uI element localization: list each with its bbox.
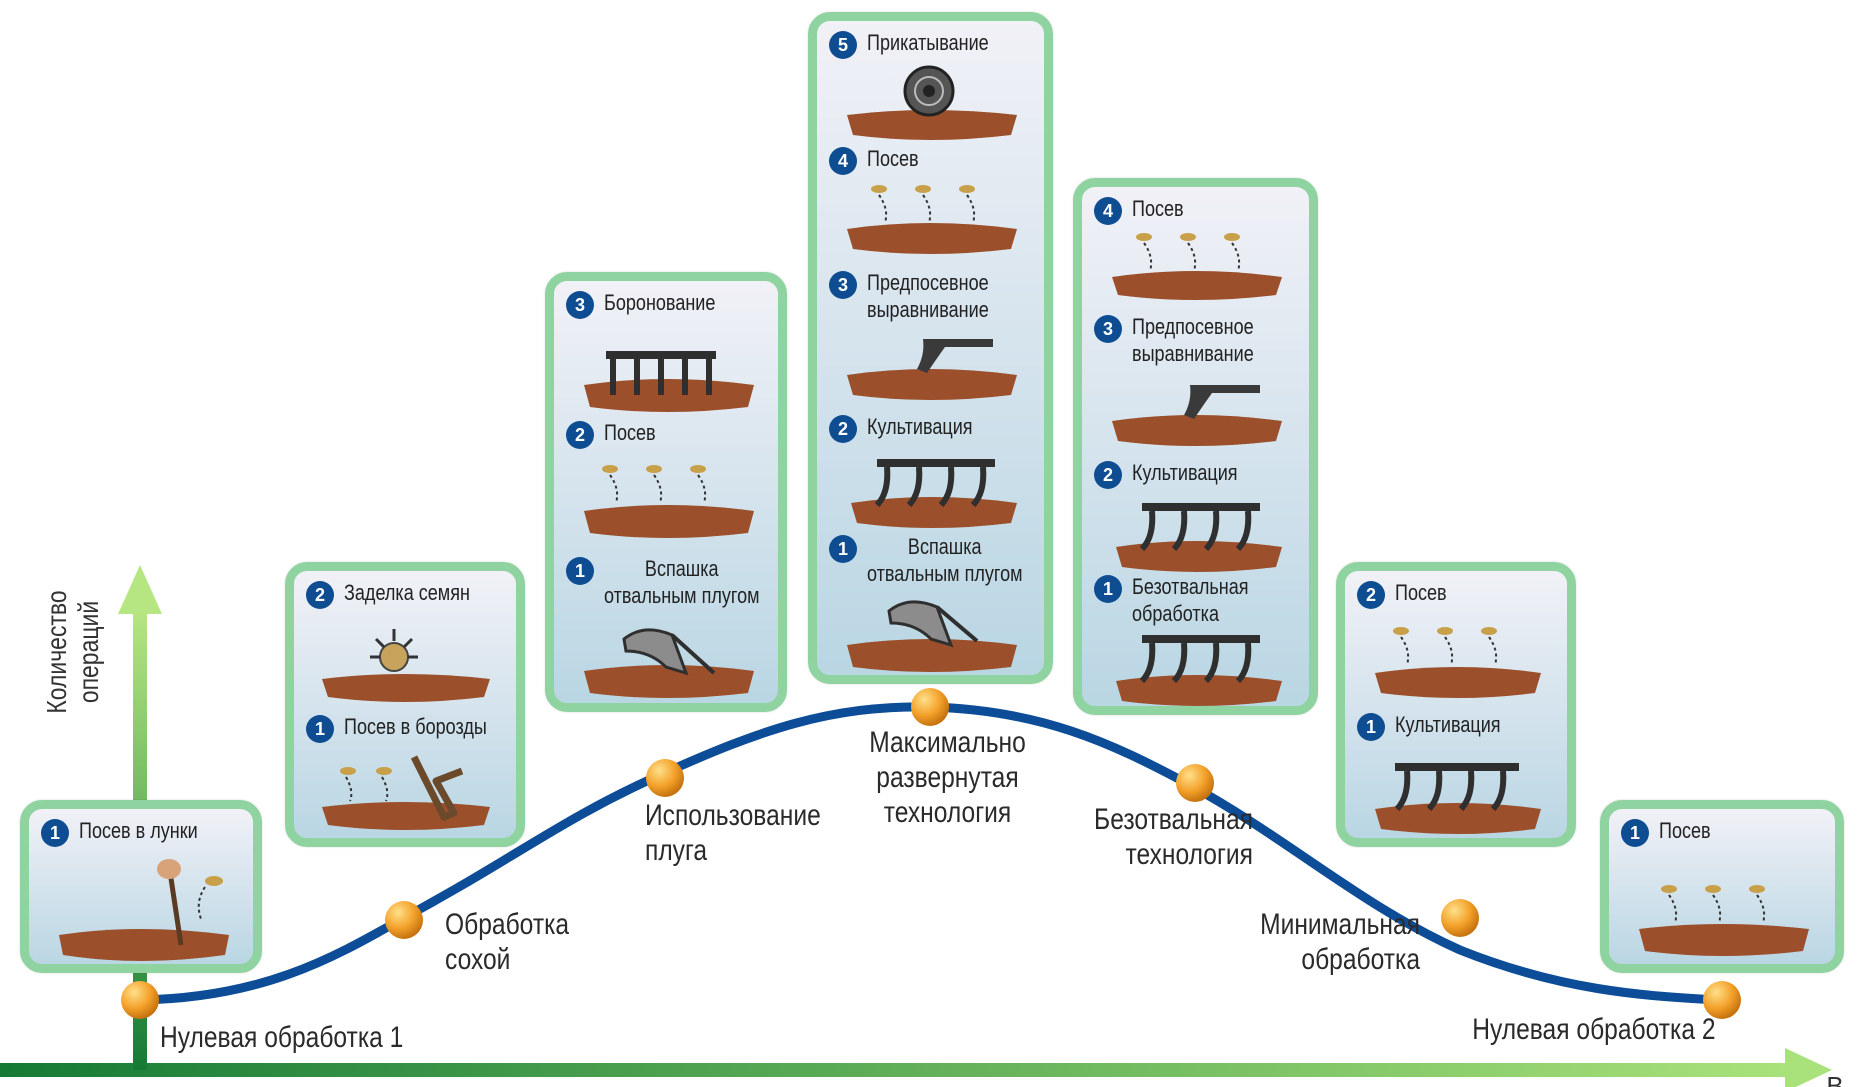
seeds-icon [584, 465, 754, 538]
operation-item: 1 Посев [1609, 817, 1835, 967]
operation-label: Прикатывание [867, 30, 989, 55]
operation-item: 4 Посев [1082, 195, 1309, 311]
step-badge: 2 [1094, 461, 1122, 489]
node-zero2 [1703, 981, 1741, 1019]
step-badge: 2 [1357, 581, 1385, 609]
operation-label: Вспашка отвальным плугом [604, 556, 760, 608]
operation-item: 2 Заделка семян [294, 579, 516, 709]
step-badge: 1 [1094, 575, 1122, 603]
operation-item: 1 Безотвальная обработка [1082, 573, 1309, 713]
harrow-icon [584, 351, 754, 412]
operation-item: 4 Посев [817, 145, 1044, 261]
operation-item: 1 Вспашка отвальным плугом [817, 533, 1044, 681]
step-badge: 2 [829, 415, 857, 443]
operation-label: Боронование [604, 290, 716, 315]
operation-label: Посев [1132, 196, 1184, 221]
step-badge: 1 [829, 535, 857, 563]
card-min: 2 Посев 1 Культивация [1336, 562, 1576, 847]
step-badge: 2 [566, 421, 594, 449]
operation-item: 2 Посев [1345, 579, 1567, 707]
y-axis-label: Количество операций [41, 590, 104, 714]
operation-label: Посев [1659, 818, 1711, 843]
cultivator-icon [1375, 763, 1541, 834]
stage-label-min: Минимальная обработка [1260, 908, 1420, 976]
operation-item: 1 Культивация [1345, 711, 1567, 841]
x-axis [0, 1048, 1832, 1087]
stage-label-zero1: Нулевая обработка 1 [160, 1021, 404, 1054]
stage-label-plug: Использование плуга [645, 799, 821, 867]
operation-label: Вспашка отвальным плугом [867, 534, 1023, 586]
operation-label: Безотвальная обработка [1132, 574, 1249, 626]
operation-item: 2 Посев [554, 419, 778, 547]
node-zero1 [121, 981, 159, 1019]
step-badge: 4 [1094, 197, 1122, 225]
hand-planting-icon [59, 859, 229, 961]
node-plug [646, 759, 684, 797]
operation-label: Посев [604, 420, 656, 445]
step-badge: 3 [829, 271, 857, 299]
operation-item: 2 Культивация [1082, 459, 1309, 577]
leveler-icon [1112, 385, 1282, 446]
operation-item: 3 Боронование [554, 289, 778, 417]
roller-icon [847, 65, 1017, 140]
sokha-sowing-icon [322, 755, 490, 830]
seeds-icon [847, 185, 1017, 254]
plough-icon [847, 600, 1017, 672]
operation-item: 3 Предпосевное выравнивание [817, 269, 1044, 407]
card-sokha: 2 Заделка семян 1 Посев в борозды [285, 562, 525, 847]
card-zero1: 1 Посев в лунки [20, 800, 262, 973]
step-badge: 1 [566, 557, 594, 585]
operation-item: 2 Культивация [817, 413, 1044, 533]
step-badge: 1 [1621, 819, 1649, 847]
seeds-icon [1112, 233, 1282, 300]
step-badge: 5 [829, 31, 857, 59]
cultivator-icon [1116, 635, 1282, 706]
seeds-icon [1639, 885, 1809, 956]
operation-label: Культивация [1132, 460, 1238, 485]
step-badge: 2 [306, 581, 334, 609]
stage-label-zero2: Нулевая обработка 2 [1472, 1013, 1716, 1046]
operation-label: Культивация [1395, 712, 1501, 737]
operation-label: Посев в борозды [344, 714, 487, 739]
operation-label: Предпосевное выравнивание [1132, 314, 1254, 366]
card-max: 5 Прикатывание 4 Посев 3 Предпосевное вырав… [808, 12, 1053, 684]
seeds-icon [1375, 627, 1541, 698]
operation-label: Посев [867, 146, 919, 171]
operation-item: 1 Вспашка отвальным плугом [554, 555, 778, 705]
cultivator-icon [1116, 503, 1282, 572]
operation-label: Культивация [867, 414, 973, 439]
step-badge: 1 [1357, 713, 1385, 741]
card-zero2: 1 Посев [1600, 800, 1844, 973]
operation-label: Заделка семян [344, 580, 470, 605]
operation-item: 5 Прикатывание [817, 29, 1044, 149]
node-min [1441, 899, 1479, 937]
leveler-icon [847, 339, 1017, 400]
step-badge: 3 [1094, 315, 1122, 343]
step-badge: 1 [306, 715, 334, 743]
stage-label-max: Максимально развернутая технология [869, 726, 1026, 829]
node-max [911, 688, 949, 726]
node-bezotv [1176, 764, 1214, 802]
harrow-star-icon [322, 629, 490, 702]
node-sokha [385, 901, 423, 939]
plough-icon [584, 628, 754, 698]
step-badge: 3 [566, 291, 594, 319]
card-plug: 3 Боронование 2 Посев 1 Вспашка отвальным п… [545, 272, 787, 712]
operation-item: 1 Посев в борозды [294, 713, 516, 843]
cultivator-icon [851, 459, 1017, 528]
card-bezotv: 4 Посев 3 Предпосевное выравнивание 2 Культ… [1073, 178, 1318, 715]
step-badge: 1 [41, 819, 69, 847]
stage-label-sokha: Обработка сохой [445, 908, 570, 976]
operation-item: 1 Посев в лунки [29, 817, 253, 967]
x-axis-label: В [1826, 1071, 1844, 1087]
operation-label: Посев [1395, 580, 1447, 605]
stage-label-bezotv: Безотвальная технология [1094, 803, 1253, 871]
operation-label: Посев в лунки [79, 818, 198, 843]
step-badge: 4 [829, 147, 857, 175]
operation-item: 3 Предпосевное выравнивание [1082, 313, 1309, 453]
operation-label: Предпосевное выравнивание [867, 270, 989, 322]
